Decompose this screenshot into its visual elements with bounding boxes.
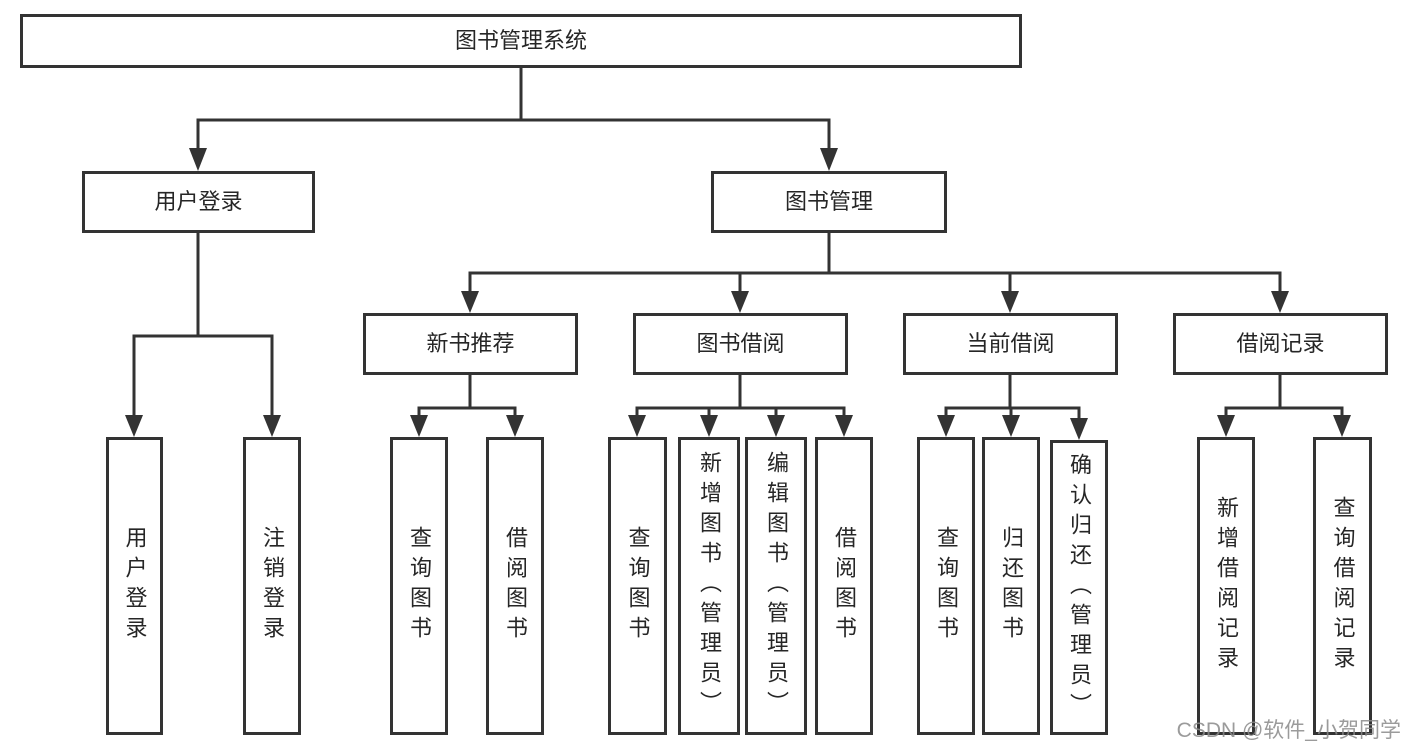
leaf-user-login: 用户登录 bbox=[106, 437, 163, 735]
leaf-current-query-books: 查询图书 bbox=[917, 437, 975, 735]
node-user-login: 用户登录 bbox=[82, 171, 315, 233]
leaf-newbook-query-books: 查询图书 bbox=[390, 437, 448, 735]
arrowheads bbox=[125, 148, 1351, 440]
node-book-borrowing: 图书借阅 bbox=[633, 313, 848, 375]
leaf-records-add-record: 新增借阅记录 bbox=[1197, 437, 1255, 735]
node-label: 借阅图书 bbox=[503, 526, 528, 646]
node-label: 查询借阅记录 bbox=[1330, 496, 1356, 676]
node-label: 查询图书 bbox=[625, 526, 651, 646]
node-label: 查询图书 bbox=[934, 526, 959, 646]
node-current-borrowing: 当前借阅 bbox=[903, 313, 1118, 375]
node-label: 归还图书 bbox=[999, 526, 1024, 646]
node-label: 新增借阅记录 bbox=[1214, 496, 1239, 676]
node-label: 新增图书（管理员） bbox=[697, 451, 722, 721]
node-new-book-recommend: 新书推荐 bbox=[363, 313, 578, 375]
leaf-borrowing-edit-books-admin: 编辑图书（管理员） bbox=[745, 437, 807, 735]
node-label: 查询图书 bbox=[407, 526, 432, 646]
node-label: 图书管理系统 bbox=[454, 28, 587, 53]
node-label: 确认归还（管理员） bbox=[1067, 452, 1092, 723]
leaf-current-confirm-return-admin: 确认归还（管理员） bbox=[1050, 440, 1108, 735]
node-label: 用户登录 bbox=[122, 526, 148, 646]
node-label: 图书借阅 bbox=[696, 331, 785, 356]
node-label: 注销登录 bbox=[260, 526, 285, 646]
leaf-borrowing-query-books: 查询图书 bbox=[608, 437, 667, 735]
node-library-management-system: 图书管理系统 bbox=[20, 14, 1022, 68]
node-borrowing-records: 借阅记录 bbox=[1173, 313, 1388, 375]
leaf-logout: 注销登录 bbox=[243, 437, 301, 735]
node-label: 借阅图书 bbox=[832, 526, 857, 646]
node-label: 借阅记录 bbox=[1236, 331, 1325, 356]
leaf-newbook-borrow-books: 借阅图书 bbox=[486, 437, 544, 735]
leaf-borrowing-borrow-books: 借阅图书 bbox=[815, 437, 873, 735]
leaf-borrowing-add-books-admin: 新增图书（管理员） bbox=[678, 437, 740, 735]
leaf-current-return-books: 归还图书 bbox=[982, 437, 1040, 735]
node-label: 编辑图书（管理员） bbox=[764, 451, 789, 721]
node-label: 当前借阅 bbox=[966, 331, 1055, 356]
node-book-management: 图书管理 bbox=[711, 171, 947, 233]
node-label: 新书推荐 bbox=[426, 331, 515, 356]
node-label: 图书管理 bbox=[784, 189, 873, 214]
leaf-records-query-record: 查询借阅记录 bbox=[1313, 437, 1372, 735]
node-label: 用户登录 bbox=[154, 189, 243, 214]
csdn-watermark: CSDN @软件_小贺同学 bbox=[1176, 719, 1401, 742]
